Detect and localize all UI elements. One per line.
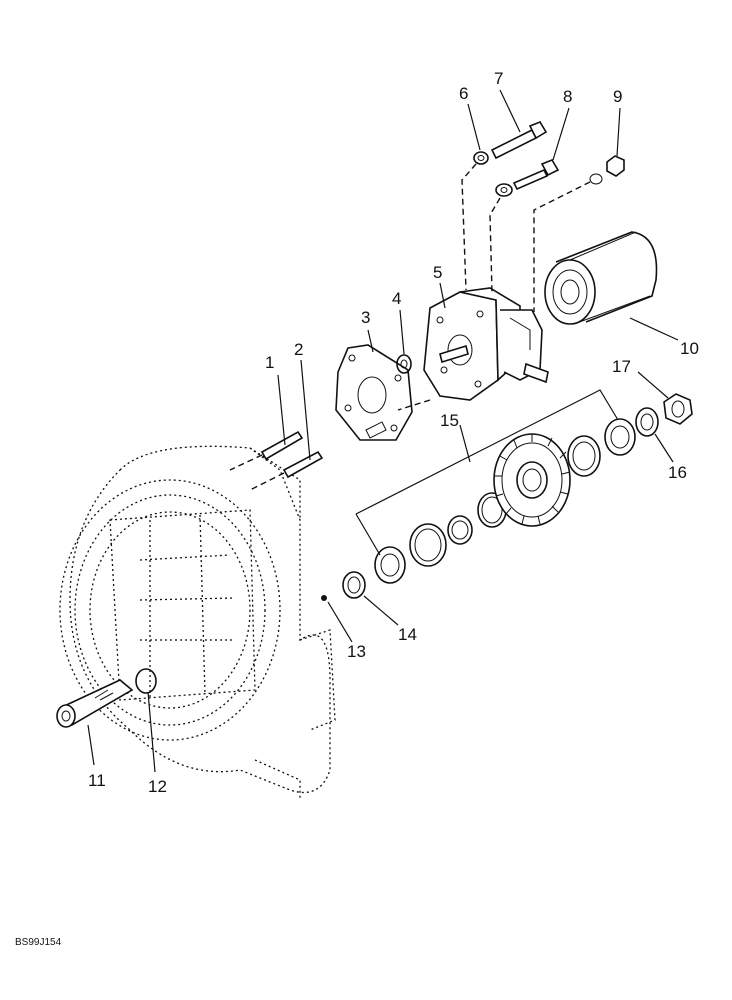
part-12-o-ring xyxy=(135,668,157,694)
callout-9: 9 xyxy=(613,87,622,106)
part-4-seal-ring xyxy=(396,354,412,374)
figure-code: BS99J154 xyxy=(15,937,62,948)
part-2-dowel-pin xyxy=(249,450,324,491)
callout-8: 8 xyxy=(563,87,572,106)
assembly-guide-lines xyxy=(397,163,591,411)
leader-lines xyxy=(87,89,679,773)
part-11-drive-shaft xyxy=(56,679,134,728)
part-3-gasket xyxy=(335,344,413,441)
callout-1: 1 xyxy=(265,353,274,372)
callout-10: 10 xyxy=(680,339,699,358)
part-8-nut xyxy=(495,183,513,197)
part-13-ball xyxy=(321,595,327,601)
callout-16: 16 xyxy=(668,463,687,482)
callout-7: 7 xyxy=(494,69,503,88)
callout-12: 12 xyxy=(148,777,167,796)
part-14-thrust-washer xyxy=(342,571,366,599)
part-16-washer xyxy=(635,407,659,437)
part-17-nut xyxy=(663,393,693,425)
callout-2: 2 xyxy=(294,340,303,359)
part-15-gear-assembly xyxy=(355,389,636,584)
gear xyxy=(493,433,571,527)
callout-6: 6 xyxy=(459,84,468,103)
part-8-bolt xyxy=(512,159,560,191)
part-6-nut xyxy=(473,151,489,165)
part-1-dowel-pin xyxy=(229,430,304,471)
transmission-housing xyxy=(59,445,336,800)
callout-17: 17 xyxy=(612,357,631,376)
part-10-filter xyxy=(544,231,658,325)
callout-15: 15 xyxy=(440,411,459,430)
callout-14: 14 xyxy=(398,625,417,644)
callout-4: 4 xyxy=(392,289,401,308)
callout-11: 11 xyxy=(88,771,106,790)
part-7-bolt xyxy=(490,121,548,160)
callout-labels: 1 2 3 4 5 6 7 8 9 10 11 12 13 14 15 16 1… xyxy=(88,69,699,796)
part-5-hydraulic-pump xyxy=(423,287,549,401)
callout-3: 3 xyxy=(361,308,370,327)
part-9-nut xyxy=(589,155,625,185)
callout-5: 5 xyxy=(433,263,442,282)
callout-13: 13 xyxy=(347,642,366,661)
